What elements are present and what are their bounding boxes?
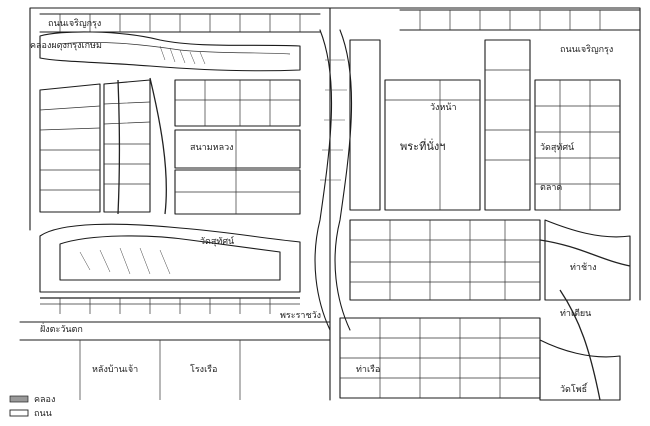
label-north-road-west: ถนนเจริญกรุง [48,18,101,29]
label-boathouse: โรงเรือ [190,364,217,375]
label-wat-pho: วัดโพธิ์ [560,382,589,395]
east-palace-compound [349,39,621,211]
map-frame [29,7,641,401]
legend-road-swatch [9,409,29,417]
label-sanam-luang: สนามหลวง [190,143,234,153]
label-north-road-east: ถนนเจริญกรุง [560,44,613,55]
legend-canal-label: คลอง [34,395,55,405]
legend-road-label: ถนน [34,409,52,419]
label-temple-east: วัดสุทัศน์ [540,141,574,153]
label-throne-hall: พระที่นั่งฯ [400,138,445,153]
map-labels: ถนนเจริญกรุง ถนนเจริญกรุง พระที่นั่งฯ สน… [30,18,613,395]
east-central-blocks [349,219,631,301]
label-temple-west: วัดสุทัศน์ [200,235,234,247]
north-west-park [39,31,301,72]
label-market: ตลาด [540,183,562,193]
map-legend: คลอง ถนน [9,395,55,419]
central-island-moat [39,223,301,314]
west-district-blocks [39,77,167,215]
legend-canal-swatch [9,395,29,403]
label-tha-chang: ท่าช้าง [570,262,597,273]
label-house-behind: หลังบ้านเจ้า [92,364,138,375]
label-west-bank: ฝั่งตะวันตก [40,322,83,335]
central-west-blocks [174,79,301,215]
label-front-palace: วังหน้า [430,102,457,113]
label-pier: ท่าเรือ [356,364,380,375]
label-grand-palace: พระราชวัง [280,311,321,321]
label-tha-tien: ท่าเตียน [560,308,591,319]
north-houses-strip [39,9,641,33]
label-canal: คลองผดุงกรุงเกษม [30,41,102,51]
south-riverfront [19,289,621,401]
